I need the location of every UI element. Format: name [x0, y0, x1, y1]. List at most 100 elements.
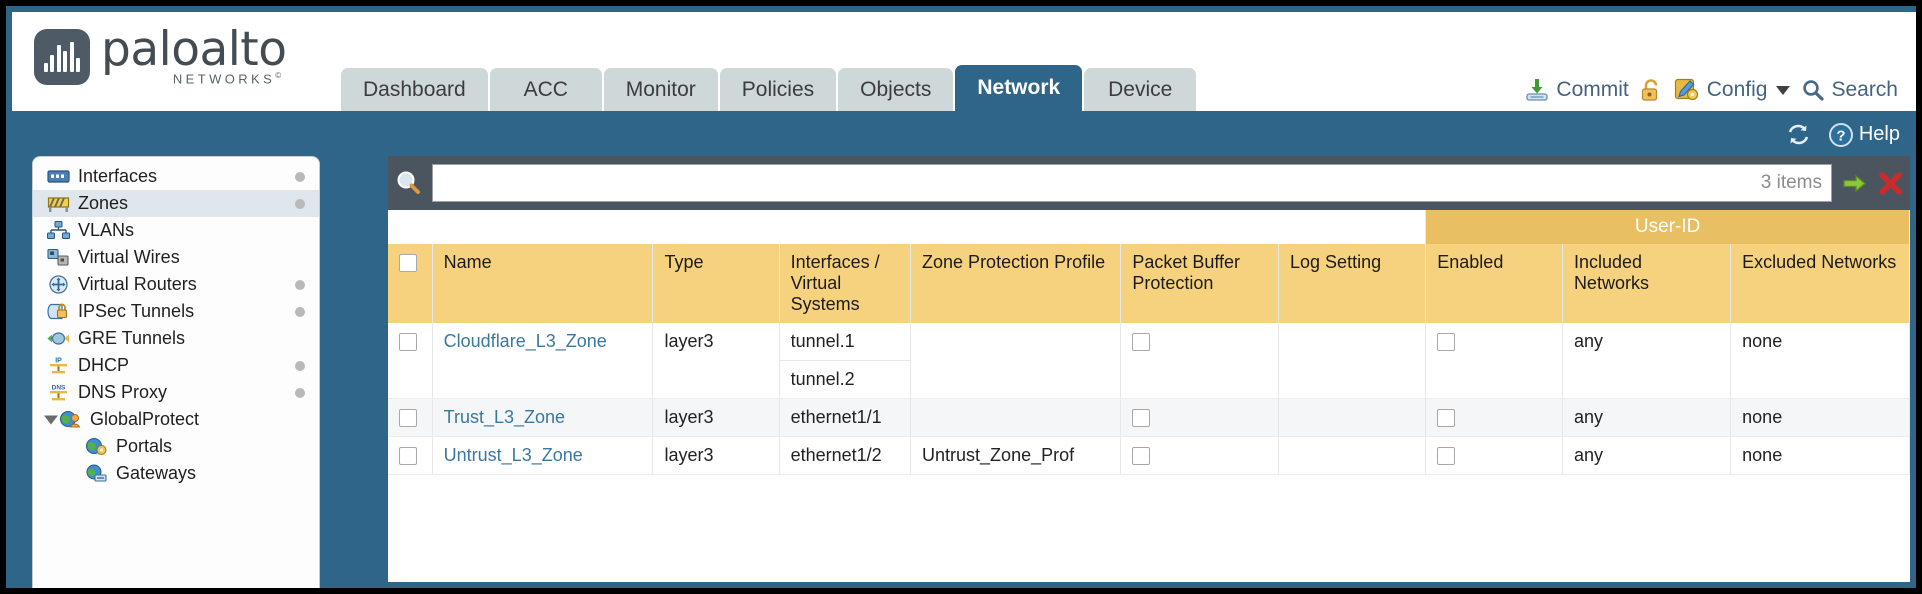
column-header-interfaces[interactable]: Interfaces / Virtual Systems — [779, 244, 912, 323]
packet-buffer-protection-checkbox[interactable] — [1132, 333, 1151, 352]
column-header-enabled[interactable]: Enabled — [1425, 244, 1563, 323]
gre-tunnels-icon — [47, 329, 70, 348]
select-all-checkbox[interactable] — [399, 254, 417, 273]
cell-log-setting — [1278, 398, 1427, 437]
packet-buffer-protection-checkbox[interactable] — [1132, 409, 1151, 428]
zones-table-body: Cloudflare_L3_Zone layer3 tunnel.1 tunne… — [388, 323, 1910, 475]
userid-enabled-checkbox[interactable] — [1437, 409, 1456, 428]
column-header-excluded-networks[interactable]: Excluded Networks — [1730, 244, 1910, 323]
sidebar-item-gateways[interactable]: Gateways — [33, 460, 319, 487]
padlock-icon — [1641, 78, 1658, 101]
cell-included-networks: any — [1562, 323, 1732, 399]
commit-button[interactable]: Commit — [1524, 77, 1629, 103]
clear-filter-button[interactable] — [1877, 170, 1904, 197]
row-select-cell — [388, 436, 433, 475]
cell-type: layer3 — [652, 398, 780, 437]
cell-name: Cloudflare_L3_Zone — [432, 323, 654, 399]
magnifier-icon — [1803, 80, 1825, 101]
sidebar-item-label: Virtual Wires — [78, 247, 180, 267]
brand-wordmark: paloalto NETWORKS© — [101, 26, 287, 88]
userid-enabled-checkbox[interactable] — [1437, 447, 1456, 466]
cell-interfaces: tunnel.1 tunnel.2 — [779, 323, 912, 399]
sidebar-item-gre-tunnels[interactable]: GRE Tunnels — [33, 325, 319, 352]
cell-interfaces: ethernet1/1 — [779, 398, 912, 437]
interface-entry: ethernet1/1 — [790, 407, 882, 427]
filter-magnifier-icon[interactable] — [394, 169, 423, 198]
sidebar-item-dhcp[interactable]: IP DHCP — [33, 352, 319, 379]
column-header-name[interactable]: Name — [432, 244, 654, 323]
interface-entry: ethernet1/2 — [790, 445, 882, 465]
sidebar-status-dot — [295, 306, 305, 317]
config-dropdown[interactable]: Config — [1674, 77, 1791, 103]
packet-buffer-protection-checkbox[interactable] — [1132, 447, 1151, 466]
userid-enabled-checkbox[interactable] — [1437, 333, 1456, 352]
column-header-type[interactable]: Type — [652, 244, 780, 323]
table-row[interactable]: Cloudflare_L3_Zone layer3 tunnel.1 tunne… — [388, 323, 1910, 399]
vlans-icon — [47, 221, 70, 240]
table-row[interactable]: Untrust_L3_Zone layer3 ethernet1/2 Untru… — [388, 436, 1910, 475]
sidebar-item-virtual-wires[interactable]: Virtual Wires — [33, 244, 319, 271]
ipsec-tunnels-icon — [47, 302, 70, 321]
sidebar-item-dns-proxy[interactable]: DNS DNS Proxy — [33, 379, 319, 406]
header-actions-toolbar: Commit Config — [1524, 77, 1898, 103]
row-checkbox[interactable] — [399, 447, 417, 466]
sidebar-status-dot — [295, 198, 305, 209]
lock-button[interactable] — [1640, 78, 1663, 103]
sidebar-item-portals[interactable]: Portals — [33, 433, 319, 460]
cell-excluded-networks: none — [1730, 323, 1910, 399]
sidebar-status-dot — [295, 279, 305, 290]
sidebar-item-zones[interactable]: Zones — [33, 190, 319, 217]
row-checkbox[interactable] — [399, 409, 417, 428]
zone-name-link[interactable]: Cloudflare_L3_Zone — [443, 331, 607, 351]
sidebar-item-ipsec-tunnels[interactable]: IPSec Tunnels — [33, 298, 319, 325]
sidebar-item-globalprotect[interactable]: GlobalProtect — [33, 406, 319, 433]
tab-objects[interactable]: Objects — [838, 68, 954, 111]
sidebar-item-vlans[interactable]: VLANs — [33, 217, 319, 244]
group-header-userid: User-ID — [1425, 210, 1910, 244]
tab-network[interactable]: Network — [955, 65, 1083, 111]
sidebar-item-label: DNS Proxy — [78, 382, 168, 402]
filter-bar: 3 items — [388, 156, 1910, 210]
sidebar-item-label: Interfaces — [78, 166, 158, 186]
paloalto-logo-icon — [34, 29, 90, 86]
item-count-label: 3 items — [1760, 172, 1822, 193]
cell-included-networks: any — [1562, 398, 1732, 437]
question-help-icon: ? — [1828, 122, 1853, 147]
virtual-wires-icon — [47, 248, 70, 267]
sidebar-item-label: Gateways — [116, 463, 197, 483]
tab-device[interactable]: Device — [1084, 68, 1197, 111]
row-select-cell — [388, 323, 433, 399]
cell-packet-buffer-protection — [1120, 398, 1280, 437]
table-row[interactable]: Trust_L3_Zone layer3 ethernet1/1 — [388, 398, 1910, 437]
sidebar-item-label: GlobalProtect — [90, 409, 200, 429]
brand-subtitle: NETWORKS© — [101, 71, 287, 86]
refresh-icon[interactable] — [1785, 121, 1812, 148]
sidebar-item-interfaces[interactable]: Interfaces — [33, 163, 319, 190]
help-button[interactable]: ? Help — [1828, 122, 1900, 148]
tab-monitor[interactable]: Monitor — [603, 68, 718, 111]
search-button[interactable]: Search — [1801, 78, 1898, 102]
interface-entry: tunnel.1 — [779, 323, 911, 361]
tab-dashboard[interactable]: Dashboard — [341, 68, 488, 111]
row-checkbox[interactable] — [399, 333, 417, 352]
dhcp-icon: IP — [47, 356, 70, 375]
expander-triangle-icon[interactable] — [44, 415, 58, 424]
column-header-packet-buffer-protection[interactable]: Packet Buffer Protection — [1120, 244, 1280, 323]
commit-label: Commit — [1556, 78, 1629, 101]
zone-name-link[interactable]: Untrust_L3_Zone — [443, 445, 583, 465]
tab-policies[interactable]: Policies — [719, 68, 837, 111]
interface-entry: tunnel.2 — [790, 369, 855, 389]
sidebar-item-virtual-routers[interactable]: Virtual Routers — [33, 271, 319, 298]
column-header-included-networks[interactable]: Included Networks — [1562, 244, 1732, 323]
apply-filter-button[interactable] — [1841, 170, 1868, 197]
sidebar-item-label: Portals — [116, 436, 173, 456]
tab-acc[interactable]: ACC — [489, 68, 602, 111]
cell-included-networks: any — [1562, 436, 1732, 475]
column-header-log-setting[interactable]: Log Setting — [1278, 244, 1427, 323]
column-header-zone-protection-profile[interactable]: Zone Protection Profile — [910, 244, 1122, 323]
brand-subtitle-text: NETWORKS — [172, 71, 276, 87]
sidebar-item-label: Zones — [78, 193, 129, 213]
zone-name-link[interactable]: Trust_L3_Zone — [443, 407, 566, 427]
search-input[interactable]: 3 items — [432, 164, 1832, 202]
